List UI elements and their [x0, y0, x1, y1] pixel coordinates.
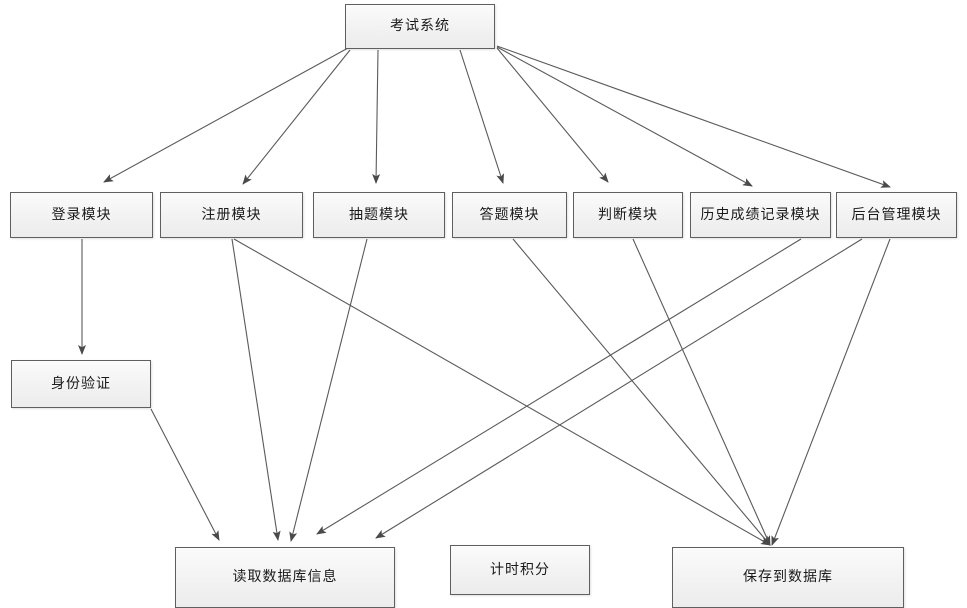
node-admin[interactable]: 后台管理模块 — [836, 192, 957, 238]
node-label-answer: 答题模块 — [479, 206, 540, 223]
node-draw[interactable]: 抽题模块 — [313, 192, 445, 238]
edge-draw-to-readdb — [289, 238, 368, 542]
edge-system-to-draw — [372, 49, 381, 184]
edge-system-to-login — [103, 47, 349, 183]
node-label-system: 考试系统 — [390, 18, 450, 35]
node-judge[interactable]: 判断模块 — [573, 192, 683, 238]
node-auth[interactable]: 身份验证 — [11, 360, 151, 408]
node-label-auth: 身份验证 — [51, 375, 111, 392]
node-label-admin: 后台管理模块 — [851, 206, 942, 223]
node-system[interactable]: 考试系统 — [345, 4, 495, 49]
edge-register-to-readdb — [231, 238, 281, 541]
node-savedb[interactable]: 保存到数据库 — [672, 547, 904, 608]
edge-answer-to-savedb — [512, 238, 771, 546]
edge-admin-to-savedb — [771, 238, 891, 546]
node-register[interactable]: 注册模块 — [160, 192, 303, 238]
edge-admin-to-readdb — [375, 238, 863, 539]
node-label-history: 历史成绩记录模块 — [700, 206, 821, 223]
edge-system-to-judge — [496, 47, 609, 183]
node-label-draw: 抽题模块 — [349, 206, 409, 223]
node-label-login: 登录模块 — [51, 206, 112, 223]
node-label-judge: 判断模块 — [598, 206, 658, 223]
edge-history-to-readdb — [316, 238, 802, 535]
node-login[interactable]: 登录模块 — [10, 192, 153, 238]
edge-system-to-admin — [496, 45, 891, 188]
node-label-score: 计时积分 — [490, 561, 550, 578]
edge-system-to-answer — [459, 49, 505, 184]
node-score[interactable]: 计时积分 — [450, 545, 590, 595]
node-label-readdb: 读取数据库信息 — [232, 569, 338, 586]
edge-system-to-history — [496, 46, 753, 187]
edge-register-to-savedb — [233, 238, 771, 546]
node-answer[interactable]: 答题模块 — [452, 192, 567, 238]
node-label-savedb: 保存到数据库 — [743, 569, 833, 586]
node-label-register: 注册模块 — [201, 206, 262, 223]
edge-auth-to-readdb — [150, 408, 220, 541]
edge-system-to-register — [242, 49, 351, 185]
node-readdb[interactable]: 读取数据库信息 — [175, 547, 395, 608]
node-history[interactable]: 历史成绩记录模块 — [690, 192, 831, 238]
edge-judge-to-savedb — [632, 238, 771, 546]
